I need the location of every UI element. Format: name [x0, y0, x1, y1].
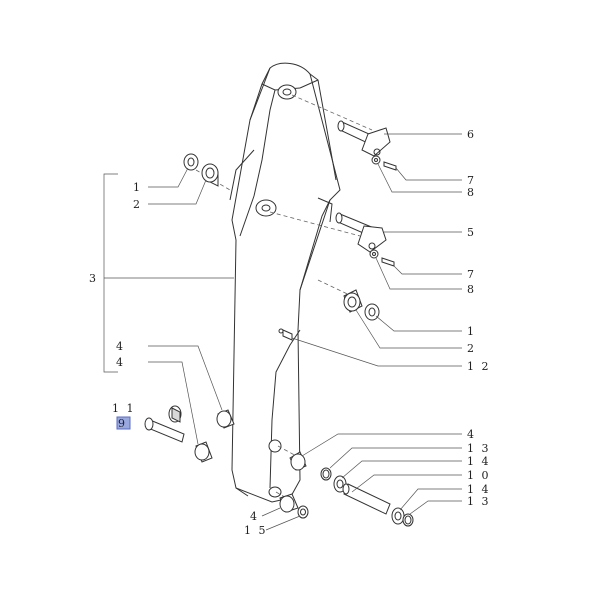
selected-item-highlight: [116, 416, 131, 430]
callout-14-lower[interactable]: 1 4: [467, 483, 491, 496]
callout-9[interactable]: 9: [118, 417, 127, 430]
group-bracket: [103, 173, 234, 373]
leader-lines: [148, 133, 462, 531]
callout-2-left[interactable]: 2: [133, 198, 142, 211]
grease-fitting: [278, 328, 293, 341]
callout-1-left[interactable]: 1: [133, 181, 142, 194]
pin-upper-right: [337, 120, 397, 171]
callout-14-upper[interactable]: 1 4: [467, 455, 491, 468]
bushing-left-lower: [194, 409, 235, 463]
callout-6[interactable]: 6: [467, 128, 476, 141]
callout-4-bottom[interactable]: 4: [250, 510, 259, 523]
callout-13-upper[interactable]: 1 3: [467, 442, 491, 455]
callout-4-lower[interactable]: 4: [116, 356, 125, 369]
callout-1-right[interactable]: 1: [467, 325, 476, 338]
bushing-bottom: [279, 493, 309, 519]
callout-10[interactable]: 1 0: [467, 469, 491, 482]
callout-3[interactable]: 3: [89, 272, 98, 285]
callout-4-upper[interactable]: 4: [116, 340, 125, 353]
callout-2-right[interactable]: 2: [467, 342, 476, 355]
bushing-right-middle: [343, 289, 380, 321]
bushing-right-lower: [289, 451, 414, 527]
callout-13-lower[interactable]: 1 3: [467, 495, 491, 508]
callout-8-lower[interactable]: 8: [467, 283, 476, 296]
callout-12[interactable]: 1 2: [467, 360, 491, 373]
arm-body: [229, 62, 341, 503]
callout-11[interactable]: 1 1: [112, 402, 136, 415]
pin-middle-right: [335, 212, 395, 267]
callout-labels: 1 2 3 4 4 1 1 9 6 7 8 5 7 8 1 2 1 2 4 1 …: [89, 128, 491, 537]
callout-7-lower[interactable]: 7: [467, 268, 476, 281]
callout-5[interactable]: 5: [467, 226, 476, 239]
callout-7-upper[interactable]: 7: [467, 174, 476, 187]
lock-pin: [144, 405, 185, 443]
callout-8-upper[interactable]: 8: [467, 186, 476, 199]
callout-15[interactable]: 1 5: [244, 524, 268, 537]
bushing-left-upper: [183, 153, 219, 187]
callout-4-right[interactable]: 4: [467, 428, 476, 441]
